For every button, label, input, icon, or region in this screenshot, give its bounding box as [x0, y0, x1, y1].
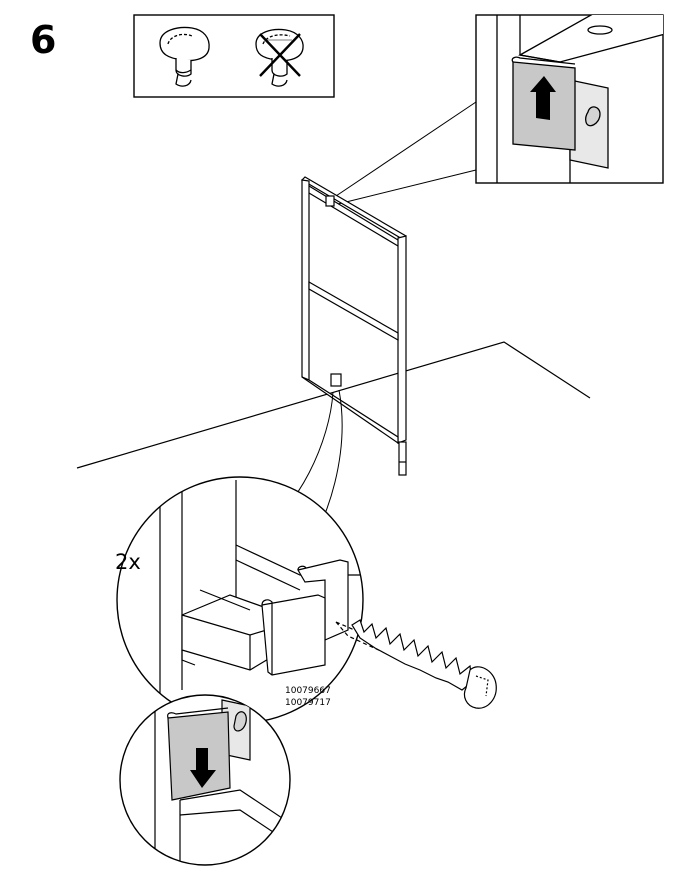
screw-icon — [335, 619, 497, 709]
detail-circle-small — [119, 694, 291, 866]
frame-panel — [301, 176, 407, 476]
screw-head-incorrect-icon — [255, 28, 304, 87]
detail-top-right — [475, 14, 664, 184]
screw-head-legend — [133, 14, 335, 98]
quantity-label: 2x — [115, 550, 141, 574]
screw-head-correct-icon — [159, 26, 210, 87]
floor-outline — [76, 341, 591, 469]
detail-circle-large — [116, 476, 364, 724]
part-number-1: 10079667 — [285, 686, 331, 696]
step-number: 6 — [30, 18, 57, 62]
leader-lines-top — [332, 101, 477, 205]
part-number-2: 10079717 — [285, 698, 331, 708]
